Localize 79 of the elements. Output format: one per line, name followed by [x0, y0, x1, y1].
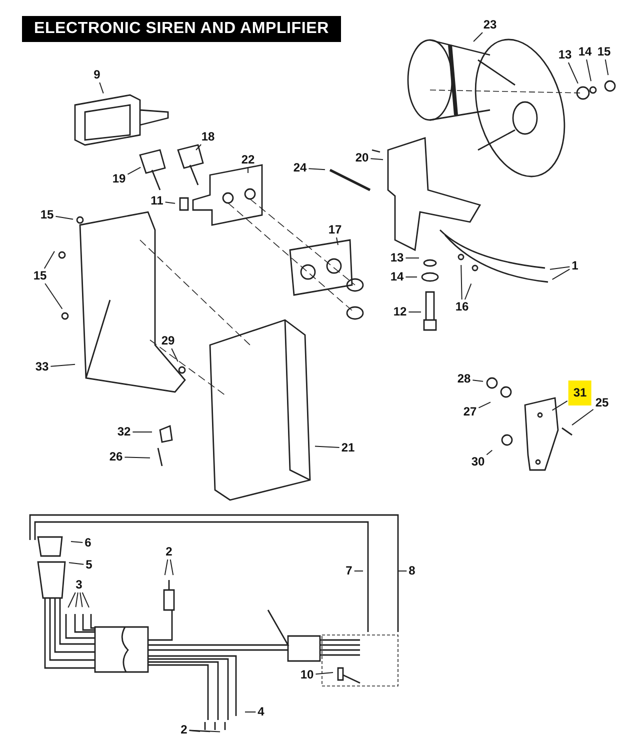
leader-line — [68, 592, 76, 608]
callout-number: 32 — [116, 426, 132, 438]
leader-line — [336, 237, 338, 246]
callout-number: 15 — [596, 46, 612, 58]
leader-line — [398, 570, 408, 572]
callout-number: 5 — [84, 558, 94, 572]
leader-line — [70, 540, 84, 544]
leader-line — [127, 166, 142, 175]
callout-number: 15 — [39, 208, 55, 222]
callout-number: 8 — [408, 564, 416, 578]
callout-number: 28 — [456, 372, 472, 386]
callout-number: 4 — [256, 706, 266, 718]
callout-number: 17 — [327, 224, 343, 236]
leader-line — [572, 408, 594, 426]
callout-number: 22 — [240, 154, 256, 166]
leader-line — [473, 32, 483, 42]
callout-number: 10 — [299, 668, 315, 682]
callout-number: 25 — [594, 396, 610, 410]
leader-line — [604, 59, 609, 76]
leader-line — [68, 562, 84, 565]
callout-number: 9 — [92, 68, 102, 82]
leader-line — [164, 202, 176, 204]
leader-line — [314, 446, 340, 448]
callout-number: 6 — [84, 536, 92, 550]
leader-line — [196, 144, 202, 150]
leader-line — [124, 456, 150, 458]
callout-number: 2 — [180, 724, 188, 736]
callout-number: 1 — [570, 260, 580, 272]
callout-number: 30 — [470, 456, 486, 468]
callout-number: 13 — [557, 48, 573, 62]
callout-number: 7 — [344, 564, 354, 578]
leader-line — [370, 158, 384, 160]
callout-number: 19 — [111, 172, 127, 186]
callout-number: 31 — [568, 380, 592, 406]
leader-line — [552, 268, 570, 280]
leader-line — [44, 283, 63, 310]
callout-number: 23 — [482, 18, 498, 32]
callout-number: 27 — [462, 406, 478, 418]
callout-number: 29 — [160, 334, 176, 348]
leader-line — [75, 592, 78, 608]
leader-line — [354, 570, 364, 572]
callout-number: 26 — [108, 450, 124, 464]
title-banner: ELECTRONIC SIREN AND AMPLIFIER — [22, 16, 341, 42]
callout-number: 21 — [340, 442, 356, 454]
leader-line — [188, 730, 220, 732]
leader-line — [460, 264, 462, 300]
leader-line — [82, 592, 90, 608]
leader-line — [552, 400, 568, 411]
callout-number: 33 — [34, 360, 50, 374]
leader-line — [164, 559, 168, 576]
callout-number: 11 — [150, 194, 164, 208]
callout-number: 20 — [354, 152, 370, 164]
callout-number: 15 — [32, 270, 48, 282]
leader-line — [50, 364, 76, 367]
callout-number: 3 — [74, 578, 84, 592]
leader-line — [170, 559, 174, 576]
callout-number: 13 — [389, 252, 405, 264]
callout-number: 16 — [454, 300, 470, 314]
leader-line — [44, 250, 55, 269]
leader-line — [171, 348, 178, 362]
leader-line — [472, 380, 484, 382]
leader-line — [478, 402, 491, 408]
callout-number: 14 — [389, 270, 405, 284]
callout-number: 12 — [392, 306, 408, 318]
leader-line — [586, 59, 592, 82]
leader-line — [568, 62, 578, 84]
callout-number: 18 — [200, 130, 216, 144]
leader-line — [55, 216, 74, 220]
leader-line — [486, 450, 493, 456]
callout-number: 24 — [292, 162, 308, 174]
leader-line — [315, 672, 334, 675]
leader-line — [99, 82, 104, 94]
leader-line — [308, 168, 326, 170]
leader-line — [405, 276, 418, 278]
leader-line — [464, 283, 472, 300]
callout-number: 14 — [577, 46, 593, 58]
leader-line — [549, 266, 570, 270]
callout-number: 2 — [164, 546, 174, 558]
leader-line — [80, 592, 83, 608]
